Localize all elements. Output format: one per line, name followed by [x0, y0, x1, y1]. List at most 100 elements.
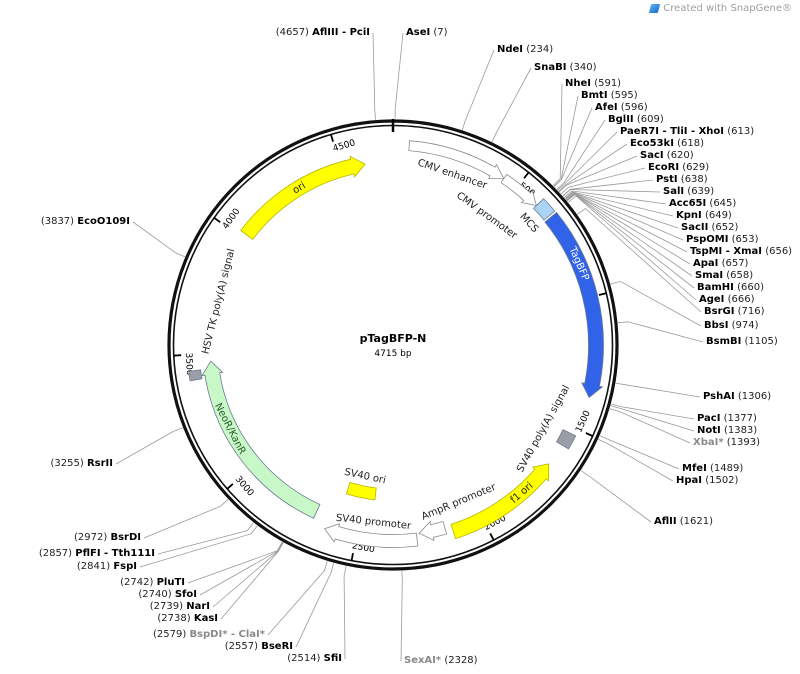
enzyme-position: (1393): [726, 437, 761, 448]
enzyme-site-label[interactable]: BsrGI (716): [704, 306, 765, 318]
tick-mark: [226, 483, 234, 490]
enzyme-site-label[interactable]: KpnI (649): [676, 210, 732, 222]
enzyme-site-label[interactable]: (3255) RsrII: [51, 458, 113, 470]
enzyme-site-label[interactable]: SacII (652): [681, 222, 738, 234]
enzyme-site-label[interactable]: NdeI (234): [497, 44, 553, 56]
enzyme-name: BsmBI: [706, 336, 742, 347]
feature-tagbfp: [544, 211, 604, 399]
enzyme-site-label[interactable]: PstI (638): [656, 174, 708, 186]
enzyme-site-label[interactable]: NotI (1383): [697, 425, 757, 437]
enzyme-name: SnaBI: [534, 62, 567, 73]
enzyme-site-label[interactable]: PaeR7I - TliI - XhoI (613): [620, 126, 754, 138]
enzyme-position: (1489): [710, 463, 744, 474]
enzyme-leader-line: [558, 155, 638, 193]
enzyme-site-label[interactable]: ApaI (657): [693, 258, 748, 270]
enzyme-site-label[interactable]: (2857) PflFI - Tth111I: [39, 548, 155, 560]
enzyme-site-label[interactable]: BmtI (595): [581, 90, 638, 102]
enzyme-leader-line: [295, 562, 334, 648]
enzyme-site-label[interactable]: (3837) EcoO109I: [41, 216, 130, 228]
enzyme-site-label[interactable]: (2841) FspI: [77, 561, 137, 573]
enzyme-site-label[interactable]: (4657) AflIII - PciI: [276, 27, 370, 39]
enzyme-name: PspOMI: [686, 234, 729, 245]
enzyme-leader-line: [394, 32, 404, 120]
enzyme-site-label[interactable]: (2742) PluTI: [120, 577, 185, 589]
feature-neor-kanr: [201, 360, 321, 519]
enzyme-position: (2328): [444, 655, 478, 666]
feature-f1-ori: [450, 463, 550, 540]
feature-label: HSV TK poly(A) signal: [200, 248, 237, 356]
enzyme-site-label[interactable]: BbsI (974): [704, 320, 759, 332]
feature-sv40-ori: [345, 481, 377, 501]
enzyme-site-label[interactable]: Acc65I (645): [669, 198, 736, 210]
enzyme-site-label[interactable]: (2514) SfiI: [287, 653, 342, 665]
enzyme-name: BsrGI: [704, 306, 735, 317]
enzyme-site-label[interactable]: MfeI (1489): [682, 463, 743, 475]
enzyme-leader-line: [615, 382, 701, 398]
enzyme-position: (2579): [152, 629, 187, 640]
enzyme-site-label[interactable]: PspOMI (653): [686, 234, 759, 246]
enzyme-position: (629): [682, 162, 710, 173]
enzyme-name: BbsI: [704, 320, 729, 331]
enzyme-site-label[interactable]: SalI (639): [663, 186, 714, 198]
enzyme-leader-line: [553, 95, 579, 187]
enzyme-leader-line: [461, 49, 495, 131]
enzyme-name: EcoRI: [648, 162, 680, 173]
enzyme-name: BmtI: [581, 90, 608, 101]
enzyme-position: (596): [620, 102, 648, 113]
enzyme-site-label[interactable]: (2579) BspDI* - ClaI*: [153, 629, 265, 641]
enzyme-position: (3837): [40, 216, 75, 227]
enzyme-site-label[interactable]: NheI (591): [565, 78, 621, 90]
enzyme-position: (2557): [224, 641, 259, 652]
enzyme-leader-line: [560, 167, 646, 195]
enzyme-site-label[interactable]: AseI (7): [406, 27, 448, 39]
enzyme-name: AflIII - PciI: [312, 27, 370, 38]
enzyme-site-label[interactable]: SmaI (658): [695, 270, 753, 282]
tick-label: 1500: [574, 409, 593, 434]
backbone-inner-ring: [172, 124, 614, 566]
enzyme-site-label[interactable]: PshAI (1306): [703, 391, 771, 403]
enzyme-site-label[interactable]: (2739) NarI: [150, 601, 210, 613]
feature-label: SV40 poly(A) signal: [515, 384, 572, 475]
enzyme-site-label[interactable]: SnaBI (340): [534, 62, 597, 74]
enzyme-site-label[interactable]: HpaI (1502): [676, 475, 738, 487]
enzyme-site-label[interactable]: BsmBI (1105): [706, 336, 778, 348]
enzyme-position: (1306): [737, 391, 772, 402]
enzyme-name: NotI: [697, 425, 721, 436]
enzyme-leader-line: [220, 542, 284, 620]
enzyme-name: AgeI: [699, 294, 725, 305]
enzyme-name: SfiI: [323, 653, 342, 664]
enzyme-position: (2739): [149, 601, 184, 612]
enzyme-site-label[interactable]: SacI (620): [640, 150, 694, 162]
enzyme-site-label[interactable]: AflII (1621): [654, 516, 713, 528]
enzyme-leader-line: [552, 83, 563, 186]
enzyme-position: (2742): [120, 577, 154, 588]
enzyme-name: BsrDI: [110, 532, 141, 543]
enzyme-name: XbaI*: [693, 437, 724, 448]
enzyme-site-label[interactable]: AfeI (596): [595, 102, 648, 114]
enzyme-site-label[interactable]: BamHI (660): [697, 282, 764, 294]
tick-label: 4500: [332, 138, 357, 154]
enzyme-position: (658): [726, 270, 754, 281]
enzyme-site-label[interactable]: Eco53kI (618): [630, 138, 704, 150]
enzyme-position: (595): [610, 90, 638, 101]
enzyme-leader-line: [566, 193, 695, 289]
enzyme-site-label[interactable]: SexAI* (2328): [404, 655, 478, 667]
enzyme-site-label[interactable]: (2557) BseRI: [225, 641, 293, 653]
enzyme-position: (2514): [287, 653, 321, 664]
tick-mark: [489, 532, 495, 541]
enzyme-site-label[interactable]: TspMI - XmaI (656): [690, 246, 792, 258]
enzyme-position: (620): [666, 150, 694, 161]
enzyme-leader-line: [558, 143, 628, 192]
enzyme-site-label[interactable]: EcoRI (629): [648, 162, 709, 174]
enzyme-leader-line: [139, 525, 258, 568]
enzyme-name: BglII: [608, 114, 634, 125]
tick-mark: [213, 216, 221, 223]
feature-mcs: [532, 198, 556, 221]
enzyme-site-label[interactable]: (2972) BsrDI: [74, 532, 141, 544]
enzyme-site-label[interactable]: (2740) SfoI: [138, 589, 197, 601]
enzyme-site-label[interactable]: BglII (609): [608, 114, 664, 126]
enzyme-site-label[interactable]: XbaI* (1393): [693, 437, 760, 449]
enzyme-site-label[interactable]: AgeI (666): [699, 294, 754, 306]
enzyme-site-label[interactable]: PacI (1377): [697, 413, 757, 425]
enzyme-site-label[interactable]: (2738) KasI: [157, 613, 218, 625]
